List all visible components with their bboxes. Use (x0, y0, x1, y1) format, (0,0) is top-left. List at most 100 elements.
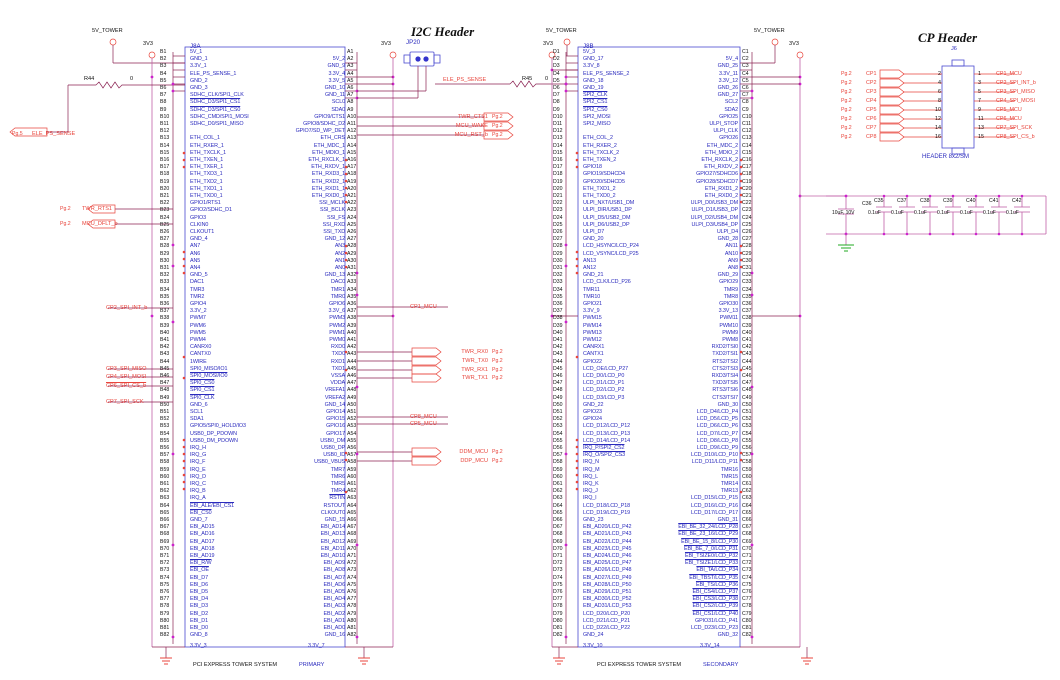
j8b-right-pin-number: C3 (742, 63, 749, 70)
j8b-right-pin-number: C80 (742, 617, 752, 624)
mid-net-name[interactable]: CP1_MCU (410, 304, 437, 310)
j8b-left-pin-label: AN12 (583, 265, 597, 271)
j8b-left-pin-number: D44 (553, 358, 563, 365)
j8a-left-pin-number: B16 (160, 157, 170, 163)
j8b-right-pin-label: GPIO26 (719, 135, 738, 142)
cp-left-net[interactable]: CP3 (866, 89, 877, 95)
mid-net-label[interactable]: DDM_MCU (459, 449, 488, 455)
j8a-right-pin-number: A35 (347, 293, 357, 300)
cp-right-net[interactable]: CP1_MCU (996, 71, 1022, 77)
j8b-left-pin-number: D57 (553, 452, 563, 459)
j8b-left-pin-label: AN13 (583, 257, 597, 264)
j8a-right-pin-label: 3.3V_6 (328, 308, 346, 315)
left-net-page-ref: Pg.2 (60, 206, 71, 212)
mid-net-label[interactable]: DDP_MCU (460, 458, 488, 464)
left-net-label[interactable]: TWR_RTS1 (82, 206, 113, 212)
j8a-left-pin-number: B71 (160, 553, 170, 559)
j8b-left-pin-number: D82 (553, 632, 563, 639)
j8b-right-pin-label: ULPI_STOP (709, 121, 738, 127)
j8b-right-pin-number: C67 (742, 524, 752, 531)
cp-left-net[interactable]: CP7 (866, 125, 877, 131)
j8b-right-pin-label: ULPI_CLK (713, 128, 738, 135)
j8b-right-pin-label: RXD3/TSI4 (711, 373, 738, 379)
j8a-right-pin-label: EBI_AD4 (323, 596, 346, 603)
j8a-left-pin-label: IRQ_F (190, 459, 206, 466)
j8a-right-pin-label: ETH_CRS (320, 135, 346, 142)
cp-right-net[interactable]: CP6_MCU (996, 116, 1022, 122)
j8b-left-pin-number: D51 (553, 409, 563, 415)
j8a-left-pin-label: USB0_DP_PDOWN (190, 430, 237, 437)
j8a-right-pin-number: A71 (347, 553, 357, 559)
left-net-label[interactable]: MCU_DFLT_b (82, 221, 118, 227)
left-net-label[interactable]: CP6_SPI_CS_b (106, 383, 147, 389)
j8b-left-pin-number: D5 (553, 77, 560, 84)
cp-right-net[interactable]: CP2_SPI_INT_b (996, 80, 1036, 86)
j8b-right-pin-label: EBI_TSIZE0/LCD_P32 (684, 553, 738, 559)
cp-header-title: CP Header (918, 30, 978, 45)
j8b-right-pin-label: CTS2/TSI3 (712, 365, 738, 372)
cp-left-net[interactable]: CP8 (866, 134, 877, 140)
mid-net-name[interactable]: CP8_MCU (410, 414, 437, 420)
j8a-right-pin-number: A67 (347, 524, 357, 531)
j8b-right-pin-number: C11 (742, 121, 752, 127)
j8b-left-pin-number: D19 (553, 178, 563, 185)
cp-left-net[interactable]: CP1 (866, 71, 877, 77)
cp-right-net[interactable]: CP4_SPI_MOSI (996, 98, 1035, 104)
j8a-right-pin-number: A8 (347, 99, 354, 106)
j8a-right-pin-number: A34 (347, 286, 357, 293)
left-net-label[interactable]: CP4_SPI_MOSI (106, 374, 147, 380)
j8a-right-pin-label: GPIO17 (326, 430, 345, 437)
j8a-right-pin-label: TMR7 (330, 466, 345, 473)
j8a-right-pin-label: RSTIN (329, 495, 345, 502)
j8b-left-pin-number: D42 (553, 344, 563, 351)
j8b-left-pin-number: D64 (553, 502, 563, 509)
j8a-right-pin-number: A43 (347, 351, 357, 358)
cp-left-net[interactable]: CP5 (866, 107, 877, 113)
mid-net-label[interactable]: TWR_TX1 (461, 375, 488, 381)
j8a-right-pin-label: SSI_RXD (322, 221, 345, 228)
j8b-right-pin-label: GPIO29 (719, 279, 738, 286)
j8b-right-pin-number: C48 (742, 387, 752, 394)
mid-net-name[interactable]: CP5_MCU (410, 421, 437, 427)
j8b-left-pin-label: LCD_D2/LCD_P2 (583, 387, 625, 394)
cp-right-net[interactable]: CP8_SPI_CS_b (996, 134, 1035, 140)
j8b-right-pin-number: C53 (742, 423, 752, 430)
mid-net-label[interactable]: TWR_TX0 (461, 358, 488, 364)
j8a-right-pin-number: A46 (347, 373, 357, 379)
j8a-right-pin-label: EBI_AD10 (320, 553, 345, 559)
j8a-right-pin-label: EBI_AD1 (323, 617, 346, 624)
left-net-label[interactable]: CP3_SPI_MISO (106, 366, 147, 372)
left-net-label[interactable]: ELE_PS_SENSE (32, 131, 76, 137)
mid-net-label[interactable]: MCU_RST_b (454, 132, 488, 138)
capacitor-refdes: C39 (943, 198, 953, 204)
mid-net-label[interactable]: TWR_RX1 (461, 367, 488, 373)
j8b-right-pin-number: C55 (742, 437, 752, 444)
mid-net-label[interactable]: TWR_RX0 (461, 349, 488, 355)
j8b-right-pin-number: C78 (742, 603, 752, 610)
j8b-right-pin-label: EBI_CS1/LCD_P40 (692, 610, 738, 617)
cp-right-net[interactable]: CP7_SPI_SCK (996, 125, 1033, 131)
cp-right-net[interactable]: CP5_MCU (996, 107, 1022, 113)
j8a-right-pin-number: A56 (347, 445, 357, 451)
j8b-left-pin-number: D61 (553, 481, 563, 487)
j8a-left-pin-number: B43 (160, 351, 170, 358)
j8a-left-pin-label: AN6 (190, 250, 201, 257)
j8b-left-pin-number: D16 (553, 157, 563, 163)
mid-net-label[interactable]: MCU_WAKE (455, 123, 488, 129)
mid-net-label[interactable]: TWR_CTS1 (457, 114, 488, 120)
j8a-right-pin-label: AN3 (334, 243, 345, 250)
left-net-label[interactable]: CP2_SPI_INT_b (106, 305, 148, 311)
j8b-right-pin-label: ULPI_D4 (716, 229, 738, 235)
j8b-left-pin-number: D50 (553, 401, 563, 408)
j8a-left-pin-number: B1 (160, 49, 167, 55)
cp-right-net[interactable]: CP3_SPI_MISO (996, 89, 1035, 95)
j8a-right-pin-number: A7 (347, 92, 354, 99)
cp-left-net[interactable]: CP4 (866, 98, 877, 104)
j8a-left-pin-label: ETH_COL_1 (190, 135, 220, 142)
j8b-right-pin-label: LCD_D10/LCD_P10 (690, 452, 738, 459)
cp-left-net[interactable]: CP6 (866, 116, 877, 122)
j8b-right-pin-label: 3.3V_11 (719, 70, 738, 77)
cp-left-net[interactable]: CP2 (866, 80, 877, 86)
left-net-label[interactable]: CP7_SPI_SCK (106, 399, 144, 405)
